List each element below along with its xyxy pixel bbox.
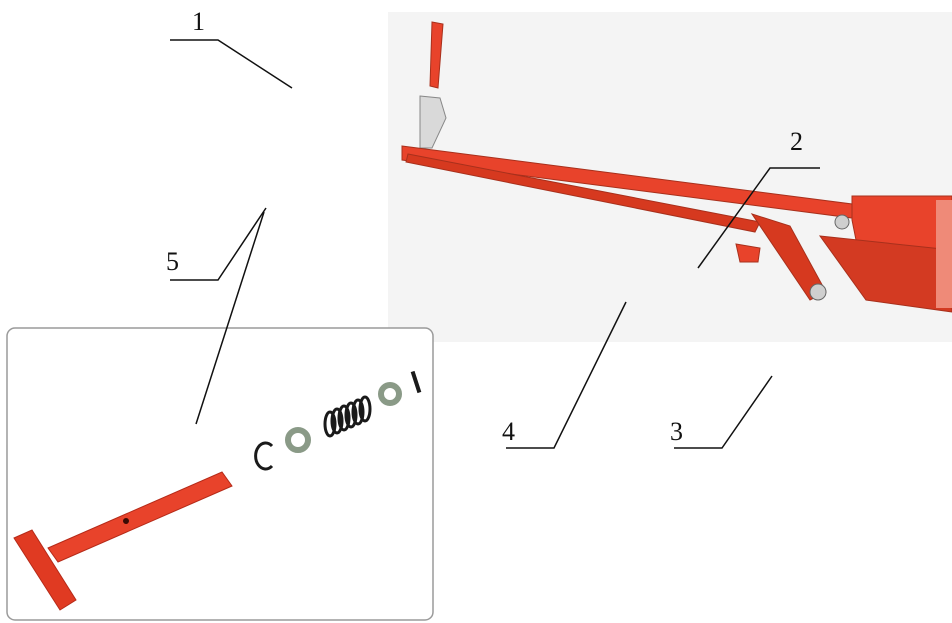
bolt-lower [810,284,826,300]
t-handle-hole [123,518,129,524]
leader-3 [674,376,772,448]
callout-4: 4 [502,417,515,446]
leader-5a [170,208,266,280]
callout-1: 1 [192,7,205,36]
bolt-upper [835,215,849,229]
callout-5: 5 [166,247,179,276]
leader-1 [170,40,292,88]
callout-3: 3 [670,417,683,446]
callout-2: 2 [790,127,803,156]
housing-grip [936,200,952,308]
